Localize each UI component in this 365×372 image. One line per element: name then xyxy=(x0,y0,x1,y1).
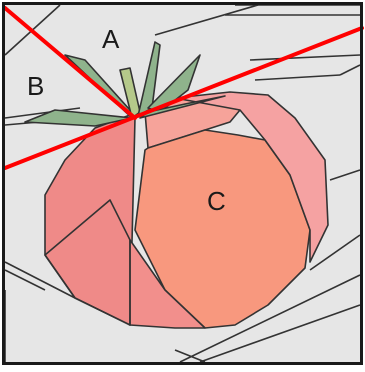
cut-lines xyxy=(3,6,364,170)
cut-line-b xyxy=(3,26,364,170)
region-label-a: A xyxy=(102,24,120,54)
leaf-left-icon xyxy=(24,109,133,127)
cut-line-a xyxy=(3,6,137,120)
tomato-piece-right xyxy=(174,91,329,263)
diagram-frame xyxy=(2,2,363,365)
region-label-b: B xyxy=(27,71,44,101)
tomato-piece-main xyxy=(134,129,311,329)
tomato-piece-lower-left xyxy=(44,199,131,326)
region-label-c: C xyxy=(207,186,226,216)
background-seam-lines xyxy=(4,4,361,363)
